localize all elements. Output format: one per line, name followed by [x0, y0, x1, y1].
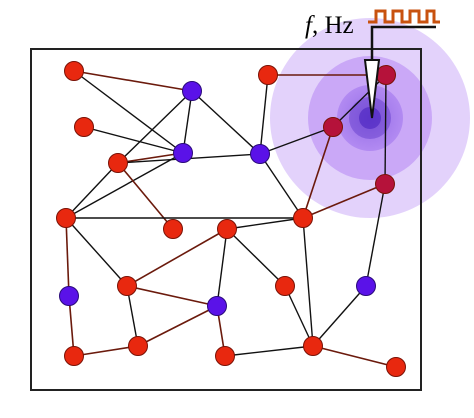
glow-core — [359, 107, 381, 129]
source-lead-wire — [370, 25, 436, 60]
node-excited-n10 — [375, 174, 395, 194]
network-frame — [30, 48, 422, 391]
square-wave-icon — [368, 9, 440, 24]
node-blue-n6 — [173, 143, 193, 163]
node-red-n17 — [275, 276, 295, 296]
node-excited-n4 — [376, 65, 396, 85]
edge-n11-n16 — [65, 217, 70, 297]
node-red-n13 — [217, 219, 237, 239]
node-red-n24 — [386, 357, 406, 377]
edge-n2-n7 — [117, 90, 193, 164]
edge-n11-n15 — [65, 217, 128, 287]
edge-n13-n14 — [226, 217, 304, 230]
node-red-n15 — [117, 276, 137, 296]
edge-n15-n21 — [126, 285, 139, 347]
node-red-n20 — [64, 346, 84, 366]
edge-layer — [65, 70, 397, 368]
edge-n6-n7 — [117, 152, 184, 164]
edge-n4-n10 — [384, 74, 387, 185]
edge-n10-n19 — [365, 183, 386, 287]
frequency-source: f, Hz — [305, 9, 440, 119]
node-red-n14 — [293, 208, 313, 228]
node-red-n23 — [303, 336, 323, 356]
edge-n6-n11 — [65, 152, 184, 219]
edge-n2-n8 — [191, 90, 261, 155]
edge-n13-n15 — [126, 228, 228, 287]
node-blue-n18 — [207, 296, 227, 316]
edge-n7-n11 — [65, 162, 119, 219]
edge-n1-n2 — [73, 70, 193, 92]
node-blue-n2 — [182, 81, 202, 101]
edge-n15-n18 — [126, 285, 218, 307]
edge-n9-n14 — [302, 126, 334, 219]
frequency-label: f, Hz — [305, 12, 354, 39]
node-red-n12 — [163, 219, 183, 239]
edge-n3-n8 — [259, 74, 269, 155]
edge-n14-n23 — [302, 217, 314, 347]
edge-n16-n20 — [68, 295, 75, 357]
node-excited-n9 — [323, 117, 343, 137]
edge-n22-n23 — [224, 345, 314, 357]
edge-n4-n9 — [332, 74, 387, 128]
edge-n23-n24 — [312, 345, 397, 368]
edge-n19-n23 — [312, 285, 367, 347]
node-red-n11 — [56, 208, 76, 228]
edge-n13-n17 — [226, 228, 286, 287]
edge-n1-n6 — [73, 70, 184, 154]
node-red-n22 — [215, 346, 235, 366]
edge-n8-n9 — [259, 126, 334, 155]
node-blue-n8 — [250, 144, 270, 164]
edge-n2-n6 — [182, 90, 193, 154]
edge-n17-n23 — [284, 285, 314, 347]
node-red-n3 — [258, 65, 278, 85]
node-red-n5 — [74, 117, 94, 137]
edge-n5-n6 — [83, 126, 184, 154]
probe-tip-icon — [363, 59, 381, 119]
node-blue-n16 — [59, 286, 79, 306]
node-red-n7 — [108, 153, 128, 173]
node-red-n21 — [128, 336, 148, 356]
edge-n18-n21 — [137, 305, 218, 347]
node-red-n1 — [64, 61, 84, 81]
frequency-unit: , Hz — [312, 12, 354, 39]
edge-n7-n12 — [117, 162, 174, 230]
node-blue-n19 — [356, 276, 376, 296]
frequency-symbol: f — [305, 12, 315, 39]
edge-n10-n14 — [302, 183, 386, 219]
edge-n8-n14 — [259, 153, 304, 219]
node-layer — [56, 61, 406, 377]
edge-n13-n18 — [216, 228, 228, 307]
edge-n20-n21 — [73, 345, 139, 357]
